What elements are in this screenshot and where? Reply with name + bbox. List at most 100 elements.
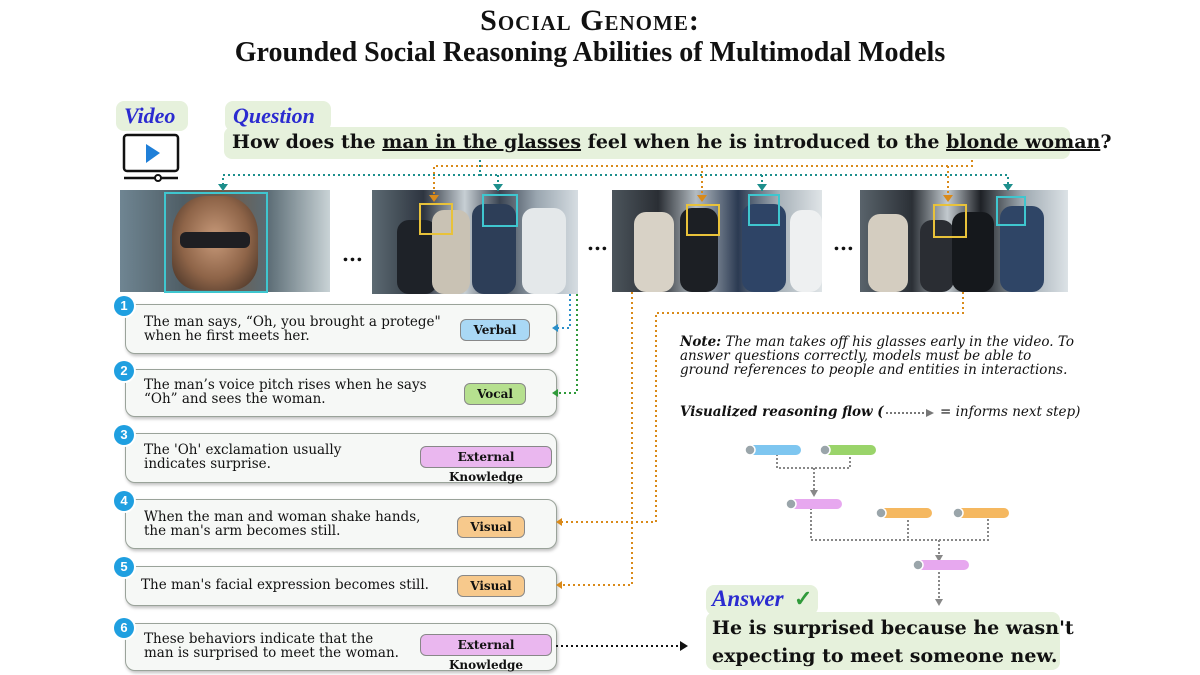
- answer-label: Answer: [712, 586, 784, 611]
- step-card-2: The man’s voice pitch rises when he says…: [125, 369, 557, 417]
- frame-2-person-b: [522, 208, 566, 294]
- orange-connector-step-5: [562, 292, 633, 586]
- step-1-line-2: when he first meets her.: [144, 328, 310, 344]
- man-box-frame-4: [996, 196, 1026, 226]
- orange-connector-step-4: [562, 292, 964, 523]
- title-line-2: Grounded Social Reasoning Abilities of M…: [234, 37, 946, 68]
- step-card-1: The man says, “Oh, you brought a protege…: [125, 304, 557, 354]
- answer-line-2: expecting to meet someone new.: [712, 645, 1058, 667]
- frame-1-sunglasses: [180, 232, 250, 248]
- note-prefix: Note:: [680, 334, 722, 350]
- teal-arrowheads: [218, 184, 1013, 191]
- question-ref-man: man in the glasses: [382, 131, 582, 153]
- question-part-3: ?: [1100, 131, 1112, 153]
- flow-node-verbal: [745, 445, 801, 455]
- step-5-text: The man's facial expression becomes stil…: [141, 578, 429, 592]
- step-6-line-1: These behaviors indicate that the: [144, 631, 374, 647]
- step-4-line-2: the man's arm becomes still.: [144, 523, 341, 539]
- flow-legend-meaning: informs next step): [955, 404, 1081, 420]
- flow-node-visual-1: [876, 508, 932, 518]
- video-frame-2: [372, 190, 578, 294]
- step-5-tag: Visual: [457, 575, 525, 597]
- frame-4-woman: [952, 212, 994, 292]
- step-3-number: 3: [114, 425, 134, 445]
- note-text: Note: The man takes off his glasses earl…: [680, 335, 1080, 377]
- question-text-pill: How does the man in the glasses feel whe…: [224, 127, 1111, 159]
- video-frame-4: [860, 190, 1068, 292]
- flow-legend-label: Visualized reasoning flow (: [680, 404, 884, 420]
- step-6-line-2: man is surprised to meet the woman.: [144, 645, 399, 661]
- dotted-arrow-legend-icon: [885, 408, 934, 417]
- answer-label-pill: Answer ✓: [706, 585, 818, 615]
- answer-text-pill: He is surprised because he wasn't expect…: [706, 612, 1074, 670]
- step-4-line-1: When the man and woman shake hands,: [144, 509, 421, 525]
- frame-4-person-a: [868, 214, 908, 292]
- ellipsis-2: ...: [587, 231, 608, 255]
- step-5-line-1: The man's facial expression becomes stil…: [141, 577, 429, 593]
- answer-line-1: He is surprised because he wasn't: [712, 617, 1074, 639]
- man-box-frame-2: [482, 194, 518, 227]
- step-2-text: The man’s voice pitch rises when he says…: [144, 378, 427, 406]
- ellipsis-3: ...: [833, 231, 854, 255]
- note-body: The man takes off his glasses early in t…: [680, 334, 1074, 378]
- flow-node-vocal: [820, 445, 876, 455]
- orange-connectors: [433, 160, 973, 198]
- teal-connector-frame-1: [222, 160, 481, 184]
- man-box-frame-3: [748, 194, 780, 226]
- ellipsis-1: ...: [342, 242, 363, 266]
- frame-4-man: [1000, 206, 1044, 292]
- step-3-line-1: The 'Oh' exclamation usually: [144, 442, 342, 458]
- green-connector-step-2: [558, 294, 578, 394]
- step-1-text: The man says, “Oh, you brought a protege…: [144, 315, 441, 343]
- step-4-text: When the man and woman shake hands,the m…: [144, 510, 420, 538]
- frame-4-person-b: [920, 220, 954, 292]
- question-label: Question: [233, 103, 315, 128]
- video-label: Video: [124, 103, 176, 128]
- teal-connectors: [222, 160, 1009, 191]
- video-frame-1: [120, 190, 330, 292]
- play-video-icon: [122, 133, 180, 182]
- step-5-number: 5: [114, 557, 134, 577]
- question-part-1: How does the: [232, 131, 383, 153]
- orange-arrowheads: [429, 195, 953, 202]
- step-2-number: 2: [114, 361, 134, 381]
- checkmark-icon: ✓: [794, 586, 813, 612]
- question-ref-woman: blonde woman: [946, 131, 1101, 153]
- face-box-frame-1: [164, 192, 268, 293]
- step-2-line-2: “Oh” and sees the woman.: [144, 391, 326, 407]
- teal-connector-main: [480, 174, 1009, 190]
- frame-2-person-a: [397, 220, 437, 294]
- video-frame-3: [612, 190, 822, 292]
- blue-connector-step-1: [558, 294, 571, 329]
- frame-3-person-a: [634, 212, 674, 292]
- step-3-tag: External Knowledge: [420, 446, 552, 484]
- step-6-tag: External Knowledge: [420, 634, 552, 672]
- frame-2-man: [472, 204, 516, 294]
- flow-node-knowledge-1: [786, 499, 842, 509]
- question-text: How does the man in the glasses feel whe…: [232, 131, 1111, 153]
- step-1-number: 1: [114, 296, 134, 316]
- step-6-number: 6: [114, 618, 134, 638]
- step-card-4: When the man and woman shake hands,the m…: [125, 499, 557, 549]
- step-4-number: 4: [114, 491, 134, 511]
- woman-box-frame-2: [419, 203, 453, 235]
- flow-legend: Visualized reasoning flow ( = informs ne…: [680, 404, 1080, 420]
- woman-box-frame-3: [686, 204, 720, 236]
- step-3-line-2: indicates surprise.: [144, 456, 271, 472]
- title-line-1: Social Genome:: [480, 4, 700, 37]
- woman-box-frame-4: [933, 204, 967, 238]
- step-2-tag: Vocal: [464, 383, 526, 405]
- question-part-2: feel when he is introduced to the: [581, 131, 947, 153]
- flow-legend-eq: =: [935, 404, 956, 420]
- frame-3-person-b: [790, 210, 822, 292]
- flow-node-visual-2: [953, 508, 1009, 518]
- reasoning-flow-diagram: [744, 444, 1009, 606]
- step-1-line-1: The man says, “Oh, you brought a protege…: [144, 314, 441, 330]
- step-2-line-1: The man’s voice pitch rises when he says: [144, 377, 427, 393]
- step-4-tag: Visual: [457, 516, 525, 538]
- video-label-pill: Video: [116, 101, 188, 131]
